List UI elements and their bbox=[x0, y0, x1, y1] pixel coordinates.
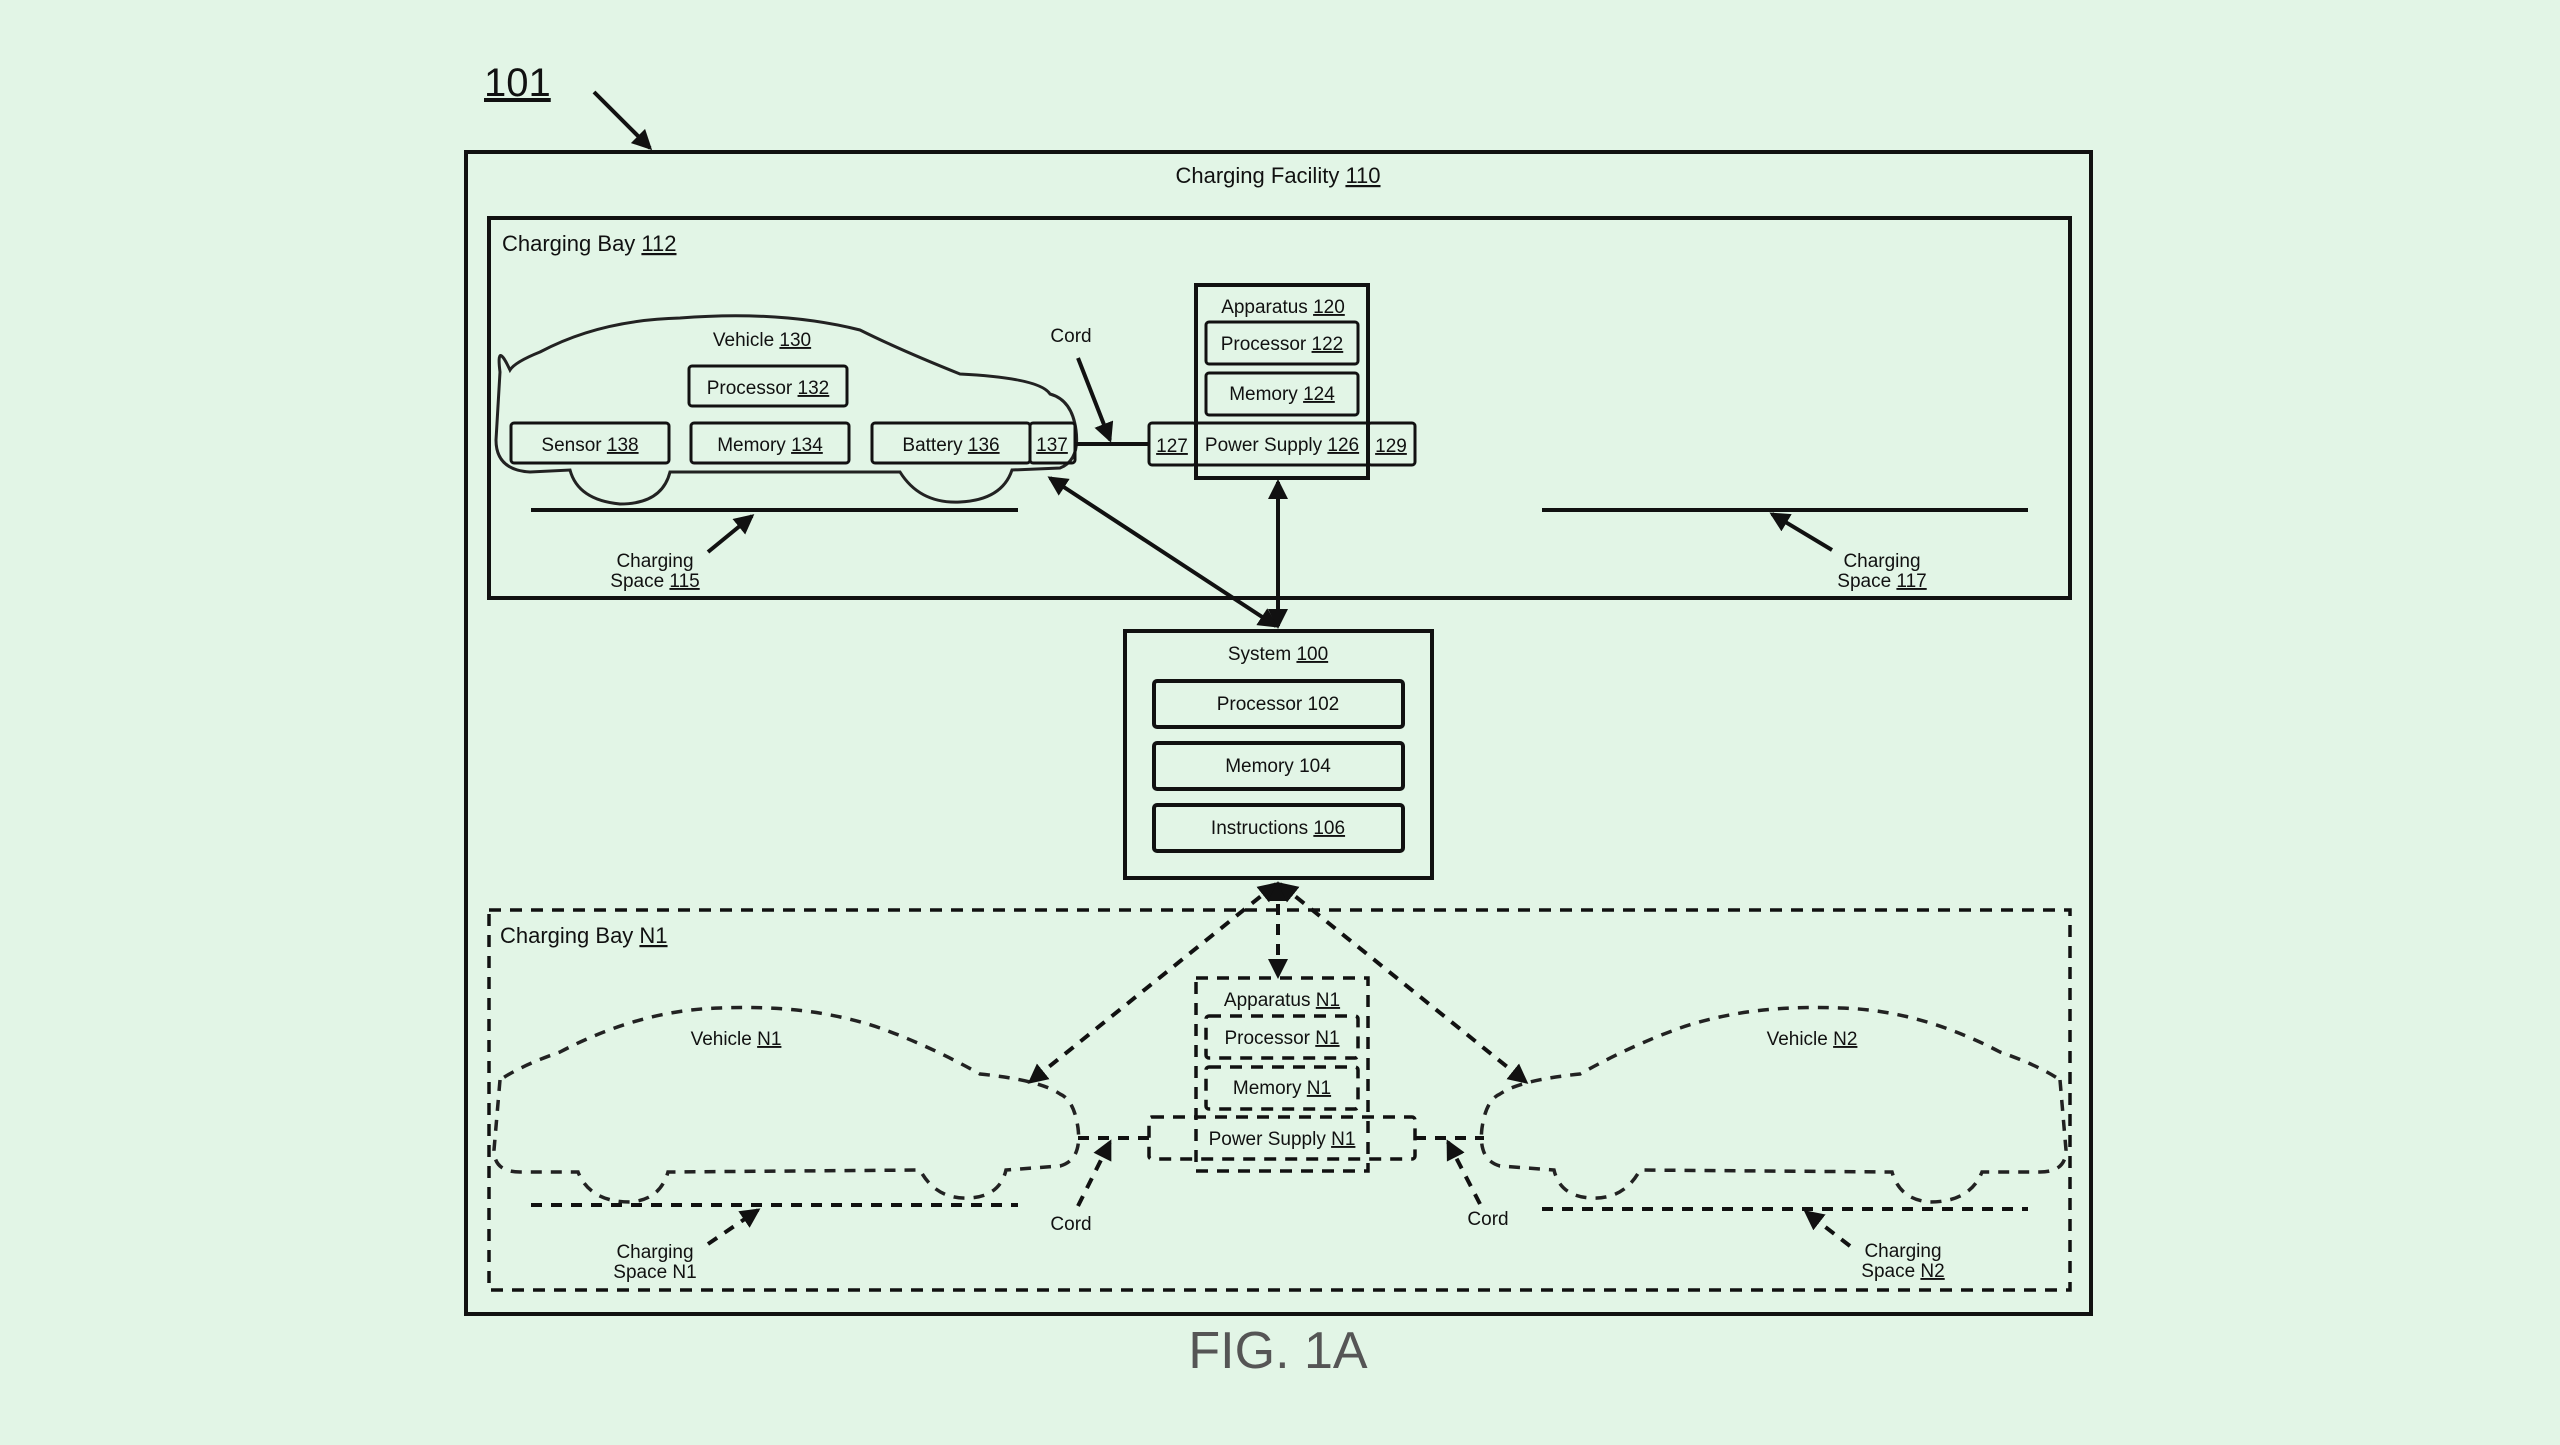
port-127-label: 127 bbox=[1156, 436, 1188, 457]
vehicle-n2-outline bbox=[1479, 1005, 2068, 1204]
port-127-box bbox=[1147, 421, 1198, 467]
charging-space-n1-line2: Space N1 bbox=[613, 1262, 696, 1283]
charging-bay-112-label: Charging Bay 112 bbox=[502, 231, 677, 256]
charging-space-117-arrow bbox=[1769, 512, 1834, 552]
charging-space-n1-line1: Charging bbox=[616, 1242, 693, 1263]
sensor-138-box bbox=[509, 421, 671, 465]
apparatus-n1-box bbox=[1194, 976, 1370, 1173]
apparatus-n1-memory-box bbox=[1204, 1065, 1360, 1111]
apparatus-processor-122-box bbox=[1204, 320, 1360, 366]
system-instructions-106-label: Instructions 106 bbox=[1211, 818, 1345, 839]
system-vehicle-n2-link bbox=[1277, 882, 1529, 1084]
vehicle-memory-134-label: Memory 134 bbox=[717, 435, 823, 456]
cord-label-n1-right: Cord bbox=[1467, 1209, 1508, 1230]
apparatus-n1-processor-box bbox=[1204, 1014, 1360, 1060]
system-vehicle-n1-link bbox=[1027, 882, 1279, 1084]
charging-space-117-line2: Space 117 bbox=[1837, 571, 1926, 592]
vehicle-n1-label: Vehicle N1 bbox=[691, 1029, 782, 1050]
figure-ref: 101 bbox=[484, 61, 551, 105]
apparatus-n1-processor-label: Processor N1 bbox=[1224, 1028, 1339, 1049]
cord-label-n1-left: Cord bbox=[1050, 1214, 1091, 1235]
charging-space-n2-line2: Space N2 bbox=[1861, 1261, 1944, 1282]
apparatus-memory-124-box bbox=[1204, 371, 1360, 417]
charging-bay-n1-label: Charging Bay N1 bbox=[500, 923, 668, 948]
apparatus-n1-label: Apparatus N1 bbox=[1224, 990, 1340, 1011]
charging-bay-n1-box bbox=[487, 908, 2072, 1292]
charging-space-n2-line1: Charging bbox=[1864, 1241, 1941, 1262]
apparatus-120-box bbox=[1194, 283, 1370, 480]
vehicle-memory-134-box bbox=[689, 421, 851, 465]
cord-arrow-n1-left bbox=[1076, 1139, 1112, 1207]
cord-arrow-n1-right bbox=[1446, 1139, 1482, 1205]
system-memory-104-label: Memory 104 bbox=[1225, 756, 1331, 777]
battery-136-label: Battery 136 bbox=[902, 435, 999, 456]
apparatus-n1-power-supply-label: Power Supply N1 bbox=[1209, 1129, 1356, 1150]
port-129-box bbox=[1366, 421, 1417, 467]
port-129-label: 129 bbox=[1375, 436, 1407, 457]
system-100-box bbox=[1123, 629, 1434, 880]
charging-space-115-line1: Charging bbox=[616, 551, 693, 572]
charging-space-115-line2: Space 115 bbox=[610, 571, 699, 592]
apparatus-processor-122-label: Processor 122 bbox=[1221, 334, 1344, 355]
charging-space-117-line1: Charging bbox=[1843, 551, 1920, 572]
vehicle-system-link bbox=[1047, 476, 1279, 628]
vehicle-n1-outline bbox=[492, 1005, 1081, 1204]
apparatus-120-label: Apparatus 120 bbox=[1221, 297, 1345, 318]
sensor-138-label: Sensor 138 bbox=[541, 435, 638, 456]
figure-ref-arrow bbox=[592, 90, 653, 151]
vehicle-processor-132-label: Processor 132 bbox=[707, 378, 830, 399]
port-137-label: 137 bbox=[1036, 435, 1068, 456]
charging-space-n1-arrow bbox=[706, 1208, 761, 1246]
cord-label-112: Cord bbox=[1050, 326, 1091, 347]
apparatus-n1-memory-label: Memory N1 bbox=[1233, 1078, 1331, 1099]
cord-arrow-112 bbox=[1076, 357, 1114, 443]
system-processor-102-box bbox=[1152, 679, 1405, 729]
charging-space-n2-arrow bbox=[1803, 1210, 1852, 1248]
system-100-label: System 100 bbox=[1228, 644, 1328, 665]
charging-facility-label: Charging Facility 110 bbox=[1175, 163, 1380, 188]
vehicle-n2-label: Vehicle N2 bbox=[1767, 1029, 1858, 1050]
system-instructions-106-box bbox=[1152, 803, 1405, 853]
system-memory-104-box bbox=[1152, 741, 1405, 791]
system-processor-102-label: Processor 102 bbox=[1217, 694, 1340, 715]
charging-space-115-arrow bbox=[706, 514, 755, 554]
power-supply-126-label: Power Supply 126 bbox=[1205, 435, 1359, 456]
apparatus-memory-124-label: Memory 124 bbox=[1229, 384, 1335, 405]
vehicle-processor-132-box bbox=[687, 364, 849, 408]
charging-facility-box bbox=[464, 150, 2093, 1316]
figure-caption: FIG. 1A bbox=[1188, 1322, 1367, 1380]
vehicle-130-label: Vehicle 130 bbox=[713, 330, 811, 351]
